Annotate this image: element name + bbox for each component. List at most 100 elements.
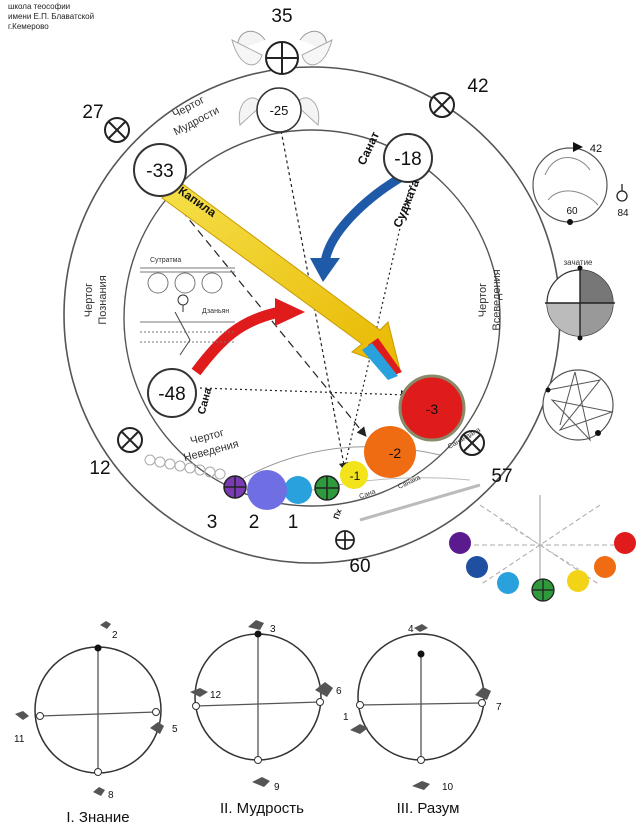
node-label: Санат <box>355 129 383 167</box>
inner-ring <box>123 129 501 507</box>
side-number: 84 <box>617 208 629 219</box>
header-line: г.Кемерово <box>8 22 49 31</box>
marker-number: 12 <box>89 458 110 479</box>
inner-sketch <box>140 267 235 356</box>
sign-number: 10 <box>442 782 454 793</box>
node-value: -33 <box>146 161 173 182</box>
sign-icon <box>315 682 333 697</box>
node-sana: -48 Сана <box>147 368 215 418</box>
side-number: 60 <box>566 206 578 217</box>
color-dot-yellow <box>567 570 589 592</box>
node-number: 2 <box>249 512 260 533</box>
color-dot-blue <box>497 572 519 594</box>
sign-number: 11 <box>14 734 25 745</box>
chamber-knowledge: Чертог Познания <box>83 275 109 324</box>
red-arrow <box>191 298 305 376</box>
node-label: Пх <box>332 507 344 520</box>
sign-icon <box>93 787 105 796</box>
header-caption: школа теософии имени Е.П. Блаватской г.К… <box>8 2 94 32</box>
marker-number: 42 <box>467 76 488 97</box>
sign-number: 5 <box>172 724 178 735</box>
marker-57: 57 <box>459 430 513 487</box>
node-value: -25 <box>270 103 289 118</box>
marker-number: 35 <box>271 6 292 27</box>
marker-42: 42 <box>429 76 489 118</box>
dzhanyan-label: Дзаньян <box>202 308 229 315</box>
zodiac-glyphs <box>15 620 491 796</box>
sign-icon <box>475 687 491 700</box>
diagram-caption: I. Знание <box>66 809 129 826</box>
marker-12: 12 <box>89 427 143 479</box>
node-number: 3 <box>207 512 218 533</box>
color-dot-indigo <box>466 556 488 578</box>
bottom-diagram-wisdom: 3 6 12 9 II. Мудрость <box>192 624 342 817</box>
node-minus25: -25 <box>238 87 320 133</box>
bottom-diagram-knowledge: 2 5 11 8 I. Знание <box>14 630 178 826</box>
node-value: -48 <box>158 384 185 405</box>
side-diagram-bottom <box>542 369 614 442</box>
sign-number: 1 <box>343 712 349 723</box>
node-blue-1: 1 <box>284 476 312 533</box>
marker-27: 27 <box>82 102 130 143</box>
node-purple-3: 3 <box>207 475 247 533</box>
marker-number: 60 <box>349 556 370 577</box>
sutratma-label: Сутратма <box>150 257 181 264</box>
node-label: Сана <box>358 488 376 500</box>
lower-band <box>359 483 481 522</box>
node-minus2: -2 Санака <box>364 426 422 491</box>
color-dot-red <box>614 532 636 554</box>
sign-icon <box>252 777 270 787</box>
node-green-plus: Пх <box>314 475 344 520</box>
sign-number: 7 <box>496 702 502 713</box>
chamber-wisdom: Чертог Мудрости <box>171 94 222 138</box>
side-number: 42 <box>590 143 602 155</box>
node-number: 1 <box>288 512 299 533</box>
sign-number: 8 <box>108 790 114 801</box>
diagram-caption: III. Разум <box>397 800 460 817</box>
sign-number: 2 <box>112 630 118 641</box>
sign-number: 6 <box>336 686 342 697</box>
blue-arrow <box>310 171 408 282</box>
marker-number: 27 <box>82 102 103 123</box>
sign-icon <box>248 620 264 630</box>
side-diagram-top: 42 60 84 <box>532 142 629 225</box>
chamber-label: Познания <box>97 275 109 324</box>
yellow-arrow <box>161 181 402 380</box>
color-spectrum <box>449 495 636 602</box>
sign-number: 4 <box>408 624 414 635</box>
ignorance-chain <box>144 454 226 480</box>
sign-icon <box>414 624 428 632</box>
bottom-diagram-reason: 4 7 1 10 III. Разум <box>343 624 502 817</box>
sign-icon <box>100 621 111 629</box>
node-violet-2: 2 <box>247 470 287 533</box>
diagram-caption: II. Мудрость <box>220 800 304 817</box>
marker-number: 57 <box>491 466 512 487</box>
node-value: -3 <box>426 401 439 417</box>
node-value: -1 <box>350 469 361 483</box>
chamber-label: Чертог <box>83 283 95 317</box>
sign-number: 12 <box>210 690 222 701</box>
node-label: Сана <box>196 386 215 416</box>
sign-number: 3 <box>270 624 276 635</box>
marker-35: 35 <box>231 6 333 75</box>
sign-icon <box>15 711 29 720</box>
marker-60: 60 <box>335 530 371 577</box>
sign-icon <box>412 781 430 790</box>
node-value: -18 <box>394 149 421 170</box>
dotted-line <box>199 387 411 400</box>
node-label: Санака <box>397 474 422 490</box>
zachatie-label: зачатие <box>564 258 594 267</box>
chamber-ignorance: Чертог Неведения <box>182 427 240 464</box>
sign-icon <box>350 724 368 734</box>
node-value: -2 <box>389 445 402 461</box>
chamber-label: Чертог <box>477 283 489 317</box>
chamber-label: Всеведения <box>491 269 503 330</box>
color-dot-violet <box>449 532 471 554</box>
color-dot-orange <box>594 556 616 578</box>
sign-icon <box>150 722 164 734</box>
sign-icon <box>190 688 208 697</box>
header-line: имени Е.П. Блаватской <box>8 12 95 21</box>
chamber-vision: Чертог Всеведения <box>477 269 503 330</box>
side-diagram-mid: зачатие <box>545 258 615 341</box>
